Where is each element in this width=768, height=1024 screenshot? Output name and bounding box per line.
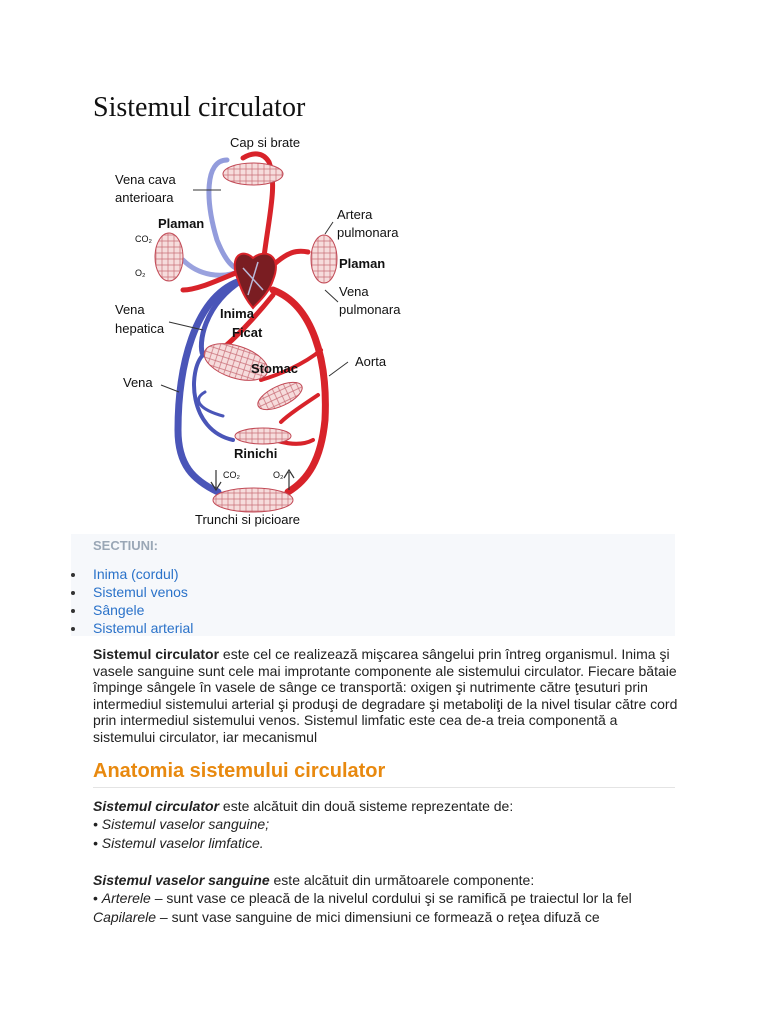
label-vena-pulmonara-1: Vena (339, 284, 369, 299)
section-link-sangele[interactable]: Sângele (93, 602, 144, 618)
label-artera-1: Artera (337, 207, 373, 222)
label-trunchi: Trunchi si picioare (195, 512, 300, 527)
arterele-text: – sunt vase ce pleacă de la nivelul cord… (151, 890, 632, 906)
label-stomac: Stomac (251, 361, 298, 376)
label-co2-bottom: CO₂ (223, 470, 241, 480)
label-o2-bottom: O₂ (273, 470, 284, 480)
circulatory-diagram: Cap si brate Vena cava anterioara Plaman… (93, 130, 415, 530)
section-link-inima[interactable]: Inima (cordul) (93, 566, 179, 582)
intro-term: Sistemul circulator (93, 646, 219, 662)
label-cap-si-brate: Cap si brate (230, 135, 300, 150)
anatomy-heading: Anatomia sistemului circulator (93, 760, 385, 783)
sections-heading: SECTIUNI: (93, 538, 158, 553)
system-item-sanguine: • Sistemul vaselor sanguine; (93, 816, 269, 832)
anatomy-text: este alcătuit din două sisteme reprezent… (219, 798, 513, 814)
list-item: Sistemul venos (71, 583, 193, 601)
label-plaman-left: Plaman (158, 216, 204, 231)
capilarele-text: – sunt vase sanguine de mici dimensiuni … (156, 909, 600, 925)
section-link-sistemul-venos[interactable]: Sistemul venos (93, 584, 188, 600)
list-item: Inima (cordul) (71, 565, 193, 583)
label-co2-left: CO₂ (135, 234, 153, 244)
label-o2-left: O₂ (135, 268, 146, 278)
vessels-paragraph: Sistemul vaselor sanguine este alcătuit … (93, 871, 678, 926)
intro-paragraph: Sistemul circulator este cel ce realizea… (93, 646, 678, 746)
section-link-sistemul-arterial[interactable]: Sistemul arterial (93, 620, 193, 636)
label-plaman-right: Plaman (339, 256, 385, 271)
heading-divider (93, 787, 675, 788)
sections-list: Inima (cordul) Sistemul venos Sângele Si… (71, 565, 193, 637)
system-item-limfatice: • Sistemul vaselor limfatice. (93, 835, 264, 851)
label-vena-hepatica-1: Vena (115, 302, 145, 317)
label-vena-cava-2: anterioara (115, 190, 174, 205)
anatomy-term: Sistemul circulator (93, 798, 219, 814)
list-item: Sângele (71, 601, 193, 619)
label-artera-2: pulmonara (337, 225, 399, 240)
label-ficat: Ficat (232, 325, 263, 340)
vessels-text: este alcătuit din următoarele componente… (270, 872, 535, 888)
label-vena-cava-1: Vena cava (115, 172, 176, 187)
capilarele-term: Capilarele (93, 909, 156, 925)
circulatory-diagram-svg: Cap si brate Vena cava anterioara Plaman… (93, 130, 415, 530)
label-rinichi: Rinichi (234, 446, 277, 461)
label-aorta: Aorta (355, 354, 387, 369)
arterele-bullet: • (93, 890, 102, 906)
anatomy-paragraph: Sistemul circulator este alcătuit din do… (93, 797, 678, 852)
page-title: Sistemul circulator (93, 92, 305, 124)
label-inima: Inima (220, 306, 255, 321)
label-vena-pulmonara-2: pulmonara (339, 302, 401, 317)
vessels-term: Sistemul vaselor sanguine (93, 872, 270, 888)
list-item: Sistemul arterial (71, 619, 193, 637)
label-vena-hepatica-2: hepatica (115, 321, 165, 336)
arterele-term: Arterele (102, 890, 151, 906)
sections-box: SECTIUNI: Inima (cordul) Sistemul venos … (71, 534, 675, 636)
label-vena: Vena (123, 375, 153, 390)
